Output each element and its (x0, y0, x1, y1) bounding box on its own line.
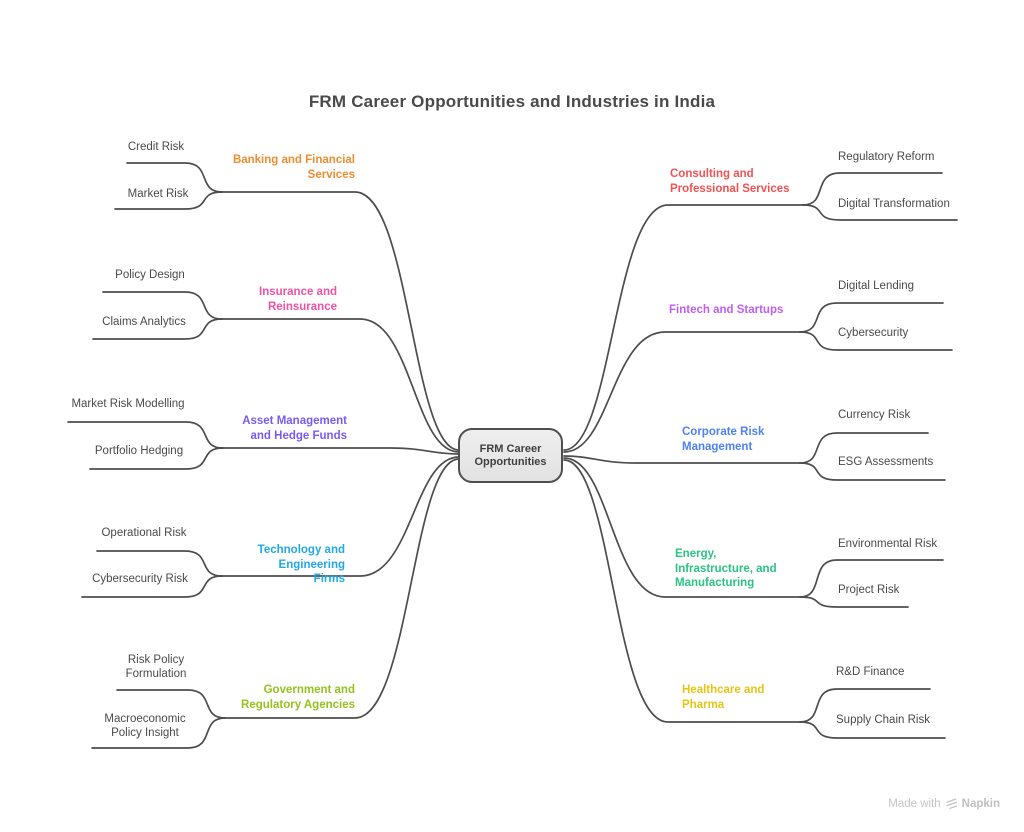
leaf-cybersecurity-risk: Cybersecurity Risk (92, 573, 188, 585)
leaf-digital-lending: Digital Lending (838, 280, 915, 292)
napkin-logo-icon (945, 798, 957, 810)
connector-banking-main (221, 191, 460, 451)
branch-label-consulting-and-professional-services: Consulting and Professional Services (670, 168, 790, 195)
connector-digital-lending (799, 302, 944, 333)
leaf-currency-risk: Currency Risk (838, 409, 911, 421)
connector-corporate-main (563, 455, 801, 464)
branch-label-insurance-and-reinsurance: Insurance and Reinsurance (259, 286, 337, 313)
leaf-environmental-risk: Environmental Risk (838, 538, 938, 550)
leaf-market-risk: Market Risk (127, 188, 189, 200)
leaf-claims-analytics: Claims Analytics (102, 316, 186, 328)
connector-risk-policy-formulation (116, 689, 226, 719)
connector-government-main (224, 458, 460, 719)
watermark: Made with Napkin (888, 797, 1000, 810)
connector-esg-assessments (799, 462, 946, 481)
connector-market-risk (114, 191, 223, 210)
branch-label-corporate-risk-management: Corporate Risk Management (682, 426, 765, 453)
connector-fintech-main (563, 331, 801, 453)
connector-claims-analytics (92, 318, 223, 340)
branch-label-government-and-regulatory-agencies: Government and Regulatory Agencies (241, 684, 355, 711)
leaf-market-risk-modelling: Market Risk Modelling (71, 398, 185, 410)
connector-energy-main (563, 457, 801, 598)
connector-portfolio-hedging (89, 447, 224, 470)
branch-label-technology-and-engineering-firms: Technology and Engineering Firms (257, 544, 345, 585)
leaf-operational-risk: Operational Risk (101, 527, 187, 539)
branch-label-asset-management-and-hedge-funds: Asset Management and Hedge Funds (242, 415, 347, 442)
connector-digital-transformation (802, 204, 958, 221)
leaf-esg-assessments: ESG Assessments (838, 456, 934, 468)
watermark-prefix: Made with (888, 797, 941, 810)
leaf-macroeconomic-policy-insight: Macroeconomic Policy Insight (104, 713, 186, 739)
connector-rd-finance (799, 688, 931, 723)
leaf-regulatory-reform: Regulatory Reform (838, 151, 935, 163)
connector-cybersecurity (799, 331, 953, 351)
leaf-rd-finance: R&D Finance (836, 666, 905, 678)
leaf-portfolio-hedging: Portfolio Hedging (94, 445, 184, 457)
leaf-project-risk: Project Risk (838, 584, 900, 596)
branch-label-banking-and-financial-services: Banking and Financial Services (232, 154, 355, 181)
center-node-label: FRM Career Opportunities (474, 442, 547, 468)
center-node: FRM Career Opportunities (458, 428, 563, 483)
connector-macroeconomic-policy-insight (91, 717, 226, 749)
connector-currency-risk (799, 432, 929, 464)
leaf-credit-risk: Credit Risk (127, 141, 185, 153)
connector-technology-main (221, 456, 460, 577)
branch-label-healthcare-and-pharma: Healthcare and Pharma (682, 684, 765, 711)
leaf-policy-design: Policy Design (115, 269, 185, 281)
leaf-risk-policy-formulation: Risk Policy Formulation (125, 654, 187, 680)
connector-market-risk-modelling (67, 421, 224, 449)
connector-consulting-main (563, 204, 804, 451)
connector-asset-main (222, 447, 460, 455)
connector-credit-risk (126, 162, 223, 193)
connector-healthcare-main (563, 459, 801, 723)
connector-insurance-main (221, 318, 460, 453)
branch-label-energy-infrastructure-and-manufacturing: Energy, Infrastructure, and Manufacturin… (675, 548, 777, 589)
watermark-brand: Napkin (961, 797, 1000, 810)
connector-project-risk (799, 596, 909, 608)
connector-environmental-risk (799, 559, 944, 598)
connector-cybersecurity-risk (81, 575, 223, 598)
connector-regulatory-reform (802, 172, 943, 206)
leaf-digital-transformation: Digital Transformation (838, 198, 950, 210)
leaf-cybersecurity: Cybersecurity (838, 327, 909, 339)
connector-policy-design (102, 291, 223, 320)
branch-label-fintech-and-startups: Fintech and Startups (669, 304, 784, 316)
diagram-title: FRM Career Opportunities and Industries … (308, 92, 716, 111)
connector-operational-risk (96, 550, 223, 577)
connector-supply-chain-risk (799, 721, 946, 739)
leaf-supply-chain-risk: Supply Chain Risk (836, 714, 930, 726)
